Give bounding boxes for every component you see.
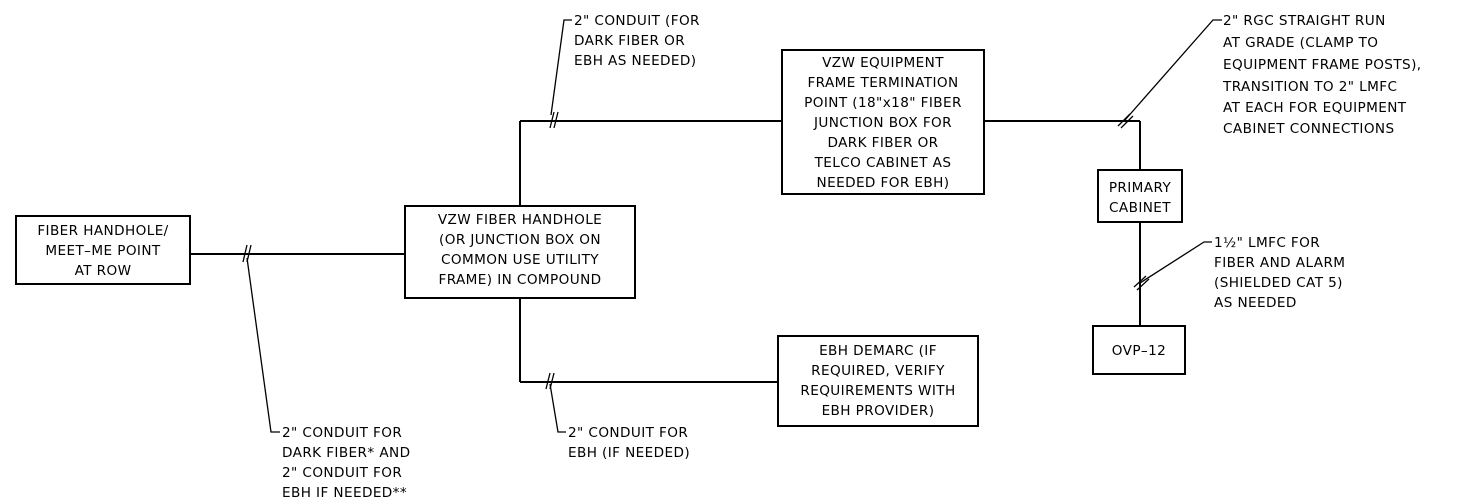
box-ovp-line-1: OVP–12	[1112, 343, 1166, 359]
leader-conduit-row	[246, 257, 280, 433]
note-rgc-straight-run-line-2: AT GRADE (CLAMP TO	[1223, 35, 1378, 51]
box-vzw-handhole: VZW FIBER HANDHOLE (OR JUNCTION BOX ON C…	[404, 205, 636, 299]
note-rgc-straight-run-line-5: AT EACH FOR EQUIPMENT	[1223, 100, 1407, 116]
box-vzw-handhole-line-4: FRAME) IN COMPOUND	[438, 272, 601, 288]
box-vzw-equipment-line-1: VZW EQUIPMENT	[822, 55, 944, 71]
box-primary-cabinet-line-1: PRIMARY	[1109, 180, 1172, 196]
note-conduit-row-line-1: 2" CONDUIT FOR	[282, 425, 402, 441]
box-fiber-handhole-line-3: AT ROW	[75, 263, 132, 279]
note-rgc-straight-run-line-4: TRANSITION TO 2" LMFC	[1222, 79, 1397, 95]
box-ebh-demarc-line-3: REQUIREMENTS WITH	[800, 383, 955, 399]
leader-rgc-straight-run	[1124, 19, 1222, 121]
box-vzw-equipment-line-7: NEEDED FOR EBH)	[817, 175, 950, 191]
box-fiber-handhole-line-1: FIBER HANDHOLE/	[37, 223, 168, 239]
box-vzw-handhole-line-2: (OR JUNCTION BOX ON	[439, 232, 601, 248]
note-conduit-row-line-3: 2" CONDUIT FOR	[282, 465, 402, 481]
box-vzw-equipment-line-5: DARK FIBER OR	[827, 135, 938, 151]
note-conduit-row-line-2: DARK FIBER* AND	[282, 445, 410, 461]
conduit-marker-upper	[549, 111, 559, 129]
box-ebh-demarc: EBH DEMARC (IF REQUIRED, VERIFY REQUIREM…	[777, 335, 979, 427]
note-conduit-ebh-line-1: 2" CONDUIT FOR	[568, 425, 688, 441]
leader-conduit-ebh	[549, 383, 566, 433]
note-conduit-row-line-4: EBH IF NEEDED**	[282, 485, 407, 501]
box-ebh-demarc-line-4: EBH PROVIDER)	[822, 403, 935, 419]
box-vzw-equipment-line-6: TELCO CABINET AS	[814, 155, 952, 171]
conduit-marker-lmfc	[1133, 275, 1150, 291]
connection-lines	[190, 120, 1141, 383]
note-conduit-row: 2" CONDUIT FOR DARK FIBER* AND 2" CONDUI…	[282, 425, 410, 501]
box-vzw-equipment-line-2: FRAME TERMINATION	[807, 75, 958, 91]
note-rgc-straight-run-line-1: 2" RGC STRAIGHT RUN	[1223, 13, 1386, 29]
leader-conduit-dark-fiber-ebh	[550, 19, 572, 116]
box-vzw-equipment-line-4: JUNCTION BOX FOR	[813, 115, 952, 131]
box-primary-cabinet: PRIMARY CABINET	[1097, 169, 1183, 223]
note-lmfc-fiber-alarm-line-4: AS NEEDED	[1214, 295, 1297, 311]
box-vzw-equipment-line-3: POINT (18"x18" FIBER	[804, 95, 962, 111]
box-vzw-handhole-line-1: VZW FIBER HANDHOLE	[438, 212, 602, 228]
box-vzw-handhole-line-3: COMMON USE UTILITY	[441, 252, 599, 268]
note-conduit-dark-fiber-ebh: 2" CONDUIT (FOR DARK FIBER OR EBH AS NEE…	[574, 13, 700, 69]
box-primary-cabinet-line-2: CABINET	[1109, 200, 1171, 216]
box-ebh-demarc-line-1: EBH DEMARC (IF	[819, 343, 937, 359]
leader-lines	[246, 19, 1222, 433]
note-conduit-ebh-line-2: EBH (IF NEEDED)	[568, 445, 690, 461]
note-conduit-dark-fiber-ebh-line-3: EBH AS NEEDED)	[574, 53, 696, 69]
box-ebh-demarc-line-2: REQUIRED, VERIFY	[811, 363, 945, 379]
box-vzw-equipment: VZW EQUIPMENT FRAME TERMINATION POINT (1…	[781, 49, 985, 195]
note-lmfc-fiber-alarm-line-2: FIBER AND ALARM	[1214, 255, 1345, 271]
leader-lmfc	[1139, 241, 1212, 284]
note-conduit-dark-fiber-ebh-line-2: DARK FIBER OR	[574, 33, 685, 49]
note-lmfc-fiber-alarm: 1½" LMFC FOR FIBER AND ALARM (SHIELDED C…	[1214, 235, 1345, 311]
box-ovp: OVP–12	[1092, 325, 1186, 375]
note-conduit-dark-fiber-ebh-line-1: 2" CONDUIT (FOR	[574, 13, 700, 29]
note-rgc-straight-run-line-6: CABINET CONNECTIONS	[1223, 121, 1395, 137]
note-lmfc-fiber-alarm-line-3: (SHIELDED CAT 5)	[1214, 275, 1343, 291]
note-conduit-ebh: 2" CONDUIT FOR EBH (IF NEEDED)	[568, 425, 690, 461]
conduit-markers	[242, 111, 1150, 390]
box-fiber-handhole-line-2: MEET–ME POINT	[45, 243, 161, 259]
note-rgc-straight-run: 2" RGC STRAIGHT RUN AT GRADE (CLAMP TO E…	[1222, 13, 1422, 137]
note-lmfc-fiber-alarm-line-1: 1½" LMFC FOR	[1214, 235, 1320, 251]
box-fiber-handhole: FIBER HANDHOLE/ MEET–ME POINT AT ROW	[15, 215, 191, 285]
note-rgc-straight-run-line-3: EQUIPMENT FRAME POSTS),	[1223, 57, 1422, 73]
